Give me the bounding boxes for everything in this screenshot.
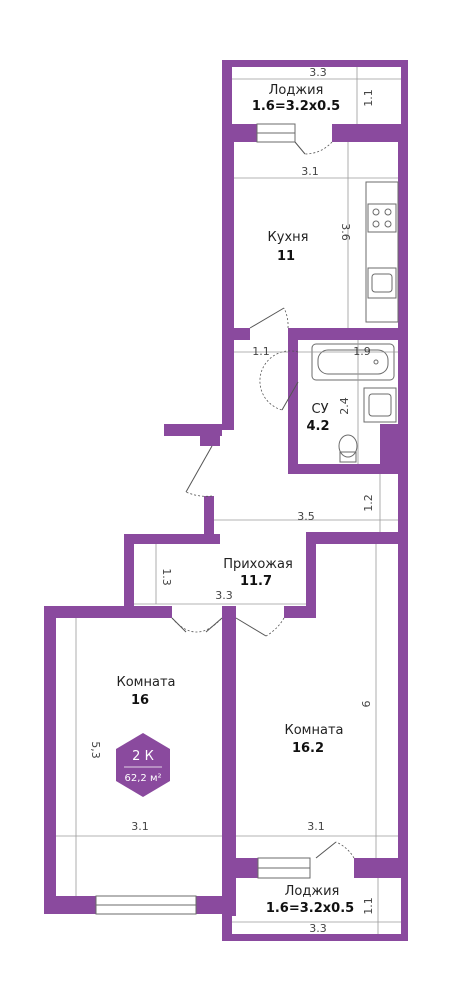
badge-type: 2 К [132,749,154,764]
kitchen-area: 11 [277,249,295,264]
wall-loggia-bottom-right [401,878,408,940]
kitchen-width-dim: 3.1 [301,165,319,178]
room-hallway: Прихожая 11.7 3.3 1.3 [160,557,293,602]
corridor-width-dim: 1.1 [252,345,270,358]
room-right-length-dim: 6 [360,701,373,708]
wall-room-left-bottom-left [44,896,96,914]
wall-bathroom-bottom [288,464,408,474]
wall-kitchen-bottom-right [288,328,408,340]
kitchen-name: Кухня [268,230,309,245]
hall-width-dim: 3.5 [297,510,315,523]
loggia-top-area: 1.6=3.2x0.5 [252,99,340,114]
fixtures [311,181,399,463]
wall-entrance-post [200,424,220,446]
hall-depth-dim: 1.2 [362,494,375,512]
corridor: 1.1 3.5 1.2 [252,345,375,523]
wall-room-left-outer [44,606,56,914]
hallway-depth-dim: 1.3 [160,568,173,586]
wall-hallway-right-notch [306,532,316,618]
kitchen-counter [365,181,399,323]
windows [95,123,311,915]
hallway-area: 11.7 [240,574,272,589]
wall-bathroom-pillar [380,424,398,464]
wall-corridor-left [222,340,234,430]
loggia-top-width-dim: 3.3 [309,66,327,79]
bathroom-area: 4.2 [306,419,329,434]
hallway-width-dim: 3.3 [215,589,233,602]
room-left-name: Комната [117,675,176,690]
wall-hallway-top-left [124,534,220,544]
wall-between-rooms [222,606,236,916]
room-left-area: 16 [131,693,149,708]
loggia-top-depth-dim: 1.1 [362,89,375,107]
washbasin-icon [363,387,397,423]
wall-loggia-top-right [401,60,408,140]
wall-kitchen-bottom-left [222,328,250,340]
room-left: Комната 16 5,3 3.1 [89,675,176,833]
room-right-name: Комната [285,723,344,738]
loggia-bottom-width-dim: 3.3 [309,922,327,935]
wall-right-outer [398,142,408,878]
door-loggia-bottom [315,841,337,859]
hexagon-badge [116,733,170,797]
room-bathroom: 1.9 2.4 СУ 4.2 [306,345,370,434]
wall-entrance-lower [204,496,214,536]
apartment-badge: 2 К 62,2 м² [116,733,170,797]
badge-total-area: 62,2 м² [125,773,162,784]
loggia-top-name: Лоджия [269,83,324,98]
hallway-name: Прихожая [223,557,293,572]
door-bathroom [281,381,299,411]
doors [171,141,355,859]
wall-loggia-bottom-outer [222,934,408,941]
wall-hallway-left [124,534,134,618]
kitchen-length-dim: 3.6 [339,223,352,241]
wall-loggia-top-outer [222,60,408,67]
wall-room-right-top [284,606,316,618]
wall-loggia-bottom-left [222,878,232,940]
room-loggia-top: 3.3 1.1 Лоджия 1.6=3.2x0.5 [252,66,375,114]
sink-icon [367,267,397,299]
stove-icon [367,203,397,233]
wall-room-right-bottom-left [236,858,258,878]
room-right-width-dim: 3.1 [307,820,325,833]
door-room-right [235,617,267,637]
bathroom-width-dim: 1.9 [353,345,371,358]
wall-room-left-top [44,606,172,618]
wall-bathroom-left [288,340,298,472]
bathtub-icon [311,343,395,381]
wall-kitchen-top-right [332,124,408,142]
toilet-icon [338,434,358,458]
loggia-bottom-name: Лоджия [285,884,340,899]
bathroom-name: СУ [312,402,329,417]
door-loggia-top [294,141,306,155]
room-right: Комната 16.2 6 3.1 [285,701,374,834]
room-loggia-bottom: Лоджия 1.6=3.2x0.5 3.3 1.1 [266,884,375,935]
wall-kitchen-top-left [232,124,257,142]
wall-hallway-top-right [306,532,408,544]
loggia-bottom-area: 1.6=3.2x0.5 [266,901,354,916]
dimension-lines [56,67,401,934]
walls [44,60,408,941]
door-kitchen [249,307,285,329]
bathroom-length-dim: 2.4 [338,397,351,415]
room-left-length-dim: 5,3 [89,741,102,759]
loggia-bottom-depth-dim: 1.1 [362,897,375,915]
room-left-width-dim: 3.1 [131,820,149,833]
wall-loggia-top-left [222,60,232,145]
room-kitchen: 3.1 3.6 Кухня 11 [268,165,352,264]
room-right-area: 16.2 [292,741,324,756]
wall-kitchen-left [222,142,234,340]
wall-room-right-bottom-right [354,858,408,878]
door-entrance [185,445,213,493]
